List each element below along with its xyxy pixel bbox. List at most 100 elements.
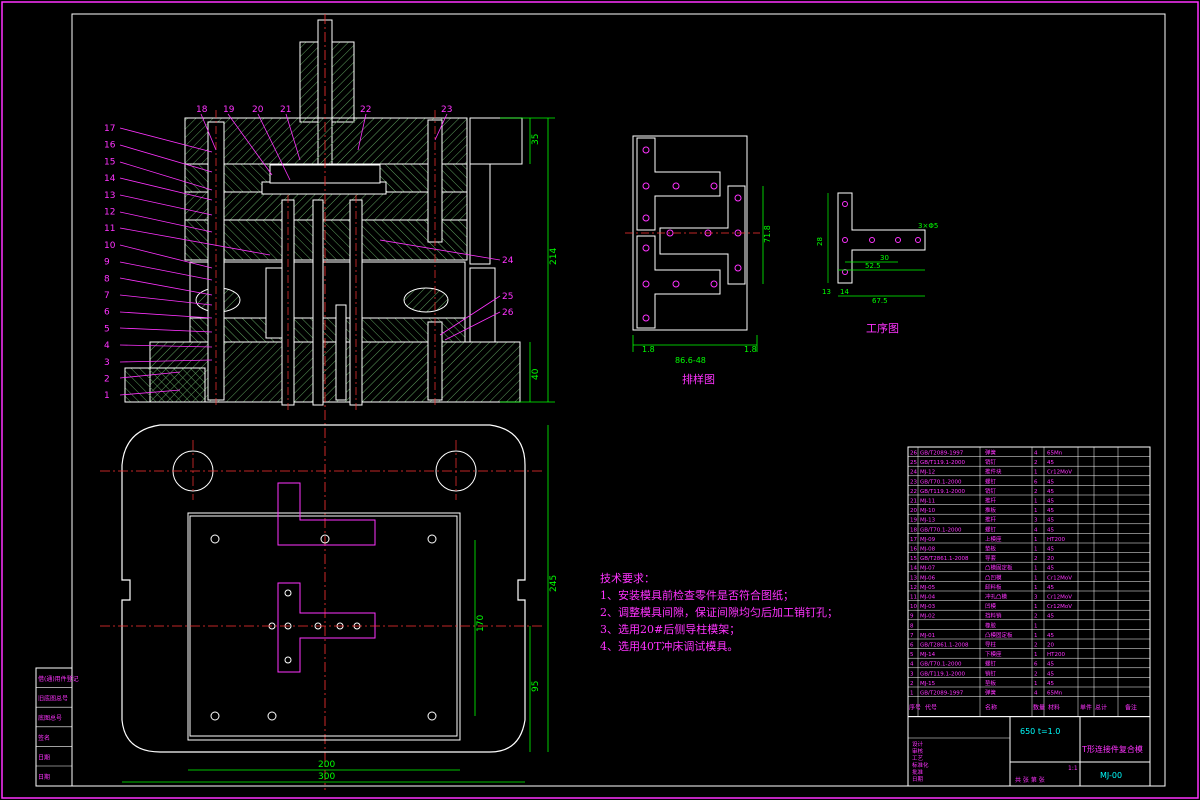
parts-cell: MJ-06 [920, 575, 936, 581]
parts-cell: 5 [910, 652, 914, 658]
parts-cell: 1 [1034, 681, 1038, 687]
dim-170: 170 [476, 615, 486, 632]
parts-cell: 1 [1034, 652, 1038, 658]
parts-cell: GB/T2089-1997 [920, 451, 964, 457]
parts-cell: 8 [910, 623, 914, 629]
parts-cell: MJ-07 [920, 566, 936, 572]
note-item: 1、安装模具前检查零件是否符合图纸； [600, 589, 794, 602]
parts-cell: Cr12MoV [1047, 604, 1072, 610]
parts-cell: GB/T119.1-2000 [920, 671, 965, 677]
title-name: T形连接件复合模 [1081, 744, 1143, 754]
title-scale: 1:1 [1068, 765, 1078, 772]
parts-cell: GB/T119.1-2000 [920, 460, 965, 466]
parts-cell: 1 [1034, 547, 1038, 553]
parts-cell: MJ-10 [920, 508, 936, 514]
note-item: 4、选用40T冲床调试模具。 [600, 640, 739, 653]
parts-cell: HT200 [1047, 537, 1065, 543]
parts-cell: GB/T70.1-2000 [920, 479, 962, 485]
callout-label: 26 [502, 308, 514, 318]
layout-holes [642, 146, 742, 322]
parts-cell: 45 [1047, 547, 1054, 553]
parts-header: 名称 [985, 704, 997, 712]
parts-cell: 10 [910, 604, 917, 610]
parts-cell: MJ-11 [920, 499, 935, 505]
parts-cell: 1 [1034, 623, 1038, 629]
parts-cell: 弹簧 [985, 689, 997, 697]
parts-cell: 45 [1047, 585, 1054, 591]
callout-label: 4 [104, 341, 110, 351]
layout-dim-b: 86.6-48 [675, 356, 706, 365]
parts-header: 材料 [1048, 704, 1060, 712]
parts-cell: 1 [1034, 585, 1038, 591]
callout-label: 8 [104, 274, 110, 284]
parts-cell: 13 [910, 575, 917, 581]
parts-cell: 20 [910, 508, 917, 514]
parts-cell: GB/T2861.1-2008 [920, 556, 969, 562]
process-dim-a: 3×Φ5 [918, 222, 938, 230]
note-item: 2、调整模具间隙，保证间隙均匀后加工销钉孔； [600, 606, 838, 619]
parts-cell: MJ-12 [920, 470, 935, 476]
parts-cell: 导套 [985, 554, 997, 562]
parts-cell: 25 [910, 460, 917, 466]
parts-cell: 2 [1034, 671, 1038, 677]
parts-cell: 15 [910, 556, 917, 562]
parts-cell: Cr12MoV [1047, 470, 1072, 476]
parts-cell: 45 [1047, 489, 1054, 495]
sign-label: 批准 [912, 768, 924, 776]
process-title: 工序图 [866, 321, 899, 335]
side-block-label: 签名 [38, 734, 50, 742]
technical-notes: 技术要求： 1、安装模具前检查零件是否符合图纸； 2、调整模具间隙，保证间隙均匀… [600, 570, 838, 655]
parts-cell: 45 [1047, 681, 1054, 687]
parts-cell: 3 [1034, 595, 1038, 601]
parts-cell: 45 [1047, 499, 1054, 505]
parts-cell: Cr12MoV [1047, 595, 1072, 601]
callout-label: 1 [104, 391, 110, 401]
note-item: 3、选用20#后侧导柱模架； [600, 623, 741, 636]
callout-label: 9 [104, 258, 110, 268]
parts-cell: 3 [1034, 518, 1038, 524]
parts-cell: MJ-04 [920, 595, 936, 601]
plan-dimensions [122, 425, 549, 783]
parts-cell: 凸凹模 [985, 573, 1002, 581]
parts-cell: 销钉 [985, 669, 997, 677]
sign-label: 设计 [912, 740, 924, 748]
parts-cell: 65Mn [1047, 691, 1063, 697]
dim-200: 200 [318, 760, 335, 770]
parts-cell: 2 [1034, 614, 1038, 620]
parts-cell: 1 [1034, 566, 1038, 572]
parts-cell: 凸模固定板 [985, 564, 1013, 572]
parts-cell: 18 [910, 527, 917, 533]
parts-cell: 4 [910, 662, 914, 668]
sign-label: 审核 [912, 747, 924, 755]
parts-cell: 销钉 [985, 487, 997, 495]
dim-245: 245 [549, 575, 559, 592]
parts-cell: 45 [1047, 662, 1054, 668]
parts-cell: 弹簧 [985, 449, 997, 457]
callout-label: 13 [104, 191, 115, 201]
process-dim-c: 30 [880, 254, 889, 262]
parts-cell: 导柱 [985, 641, 997, 649]
layout-dimensions [632, 186, 764, 352]
parts-cell: 橡胶 [985, 621, 997, 629]
parts-cell: 7 [910, 633, 914, 639]
process-dim-d: 52.5 [865, 262, 881, 270]
callout-label: 18 [196, 105, 208, 115]
callout-label: 2 [104, 375, 110, 385]
process-dim-f: 14 [840, 288, 849, 296]
side-block-label: 日期 [38, 753, 50, 761]
side-block-label: 日期 [38, 773, 50, 781]
parts-cell: 推杆 [985, 516, 997, 524]
callout-label: 14 [104, 174, 116, 184]
section-dimensions [500, 117, 555, 403]
parts-cell: 冲孔凸模 [985, 593, 1008, 601]
layout-dim-h: 71.8 [763, 225, 772, 243]
parts-cell: 26 [910, 451, 917, 457]
parts-cell: 45 [1047, 518, 1054, 524]
parts-cell: 螺钉 [985, 525, 997, 533]
layout-title: 排样图 [682, 372, 715, 386]
parts-cell: 2 [910, 681, 914, 687]
